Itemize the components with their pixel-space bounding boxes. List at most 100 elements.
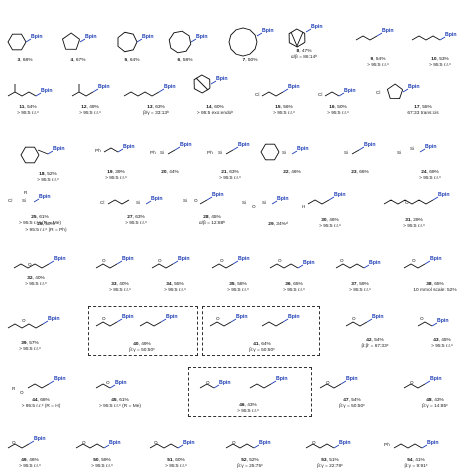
atom-label-o: O	[106, 380, 110, 385]
bond	[210, 80, 217, 85]
bond	[7, 443, 30, 449]
compound-yield: 11, 54%	[19, 105, 37, 110]
selectivity-note: > 95:5 r.r.ᶜ	[17, 110, 39, 116]
atom-label-r: R	[24, 190, 28, 195]
compound-yield: 54, 41%	[407, 458, 425, 463]
compound-number: 36	[285, 282, 291, 287]
compound-caption: 40, 49%β:γ = 50:50ᶜ	[112, 342, 172, 353]
bond	[260, 143, 280, 161]
bond	[355, 35, 378, 41]
compound-caption: 37, 59%> 95:5 r.r.ᶜ	[330, 282, 390, 293]
bond	[7, 33, 27, 51]
compound-caption: 28, 45%α/β = 12:88ᵇ	[182, 215, 242, 226]
compound-number: 22	[283, 170, 289, 175]
dashed-box-47	[188, 367, 312, 417]
compound-yield: 14, 60%	[206, 105, 224, 110]
bond	[28, 440, 35, 445]
bpin-label: Bpin	[151, 196, 163, 202]
bpin-label: Bpin	[288, 314, 300, 320]
compound-yield: 15, 56%	[275, 105, 293, 110]
compound-caption: 27, 63%> 95:5 r.r.ᶜ	[106, 215, 166, 226]
compound-caption: 48, 43%β:γ = 14:85ᶜ	[405, 398, 465, 409]
compound-caption: 29, 34%ᵈ	[248, 222, 308, 228]
compound-yield-value: 40%	[119, 282, 129, 287]
compound-yield-value: 64%	[129, 58, 140, 63]
compound-caption: 54, 41%β:γ = 9:91ᶜ	[386, 458, 446, 469]
bond	[20, 146, 40, 164]
compound-yield-value: 44%	[169, 170, 179, 175]
bond	[421, 444, 428, 449]
atom-label-o: O	[158, 258, 162, 263]
bond	[7, 91, 37, 97]
compound-number: 9	[370, 57, 374, 62]
compound-caption: 31, 29%> 95:5 r.r.ᶜ	[384, 218, 444, 229]
atom-label-o: O	[216, 316, 220, 321]
bond	[232, 260, 239, 265]
compound-yield: 4, 67%	[70, 58, 86, 63]
bpin-label: Bpin	[288, 84, 300, 90]
bond	[228, 27, 258, 57]
compound-number: 42	[366, 338, 372, 343]
compound-caption: 22, 46%	[262, 170, 322, 176]
atom-label-cl: Cl	[318, 92, 323, 97]
compound-number: 10	[431, 57, 437, 62]
compound-yield-value: 54%	[375, 57, 386, 62]
selectivity-note: > 95:5 r.r.ᶜ	[165, 463, 187, 469]
compound-yield-value: 69%	[429, 170, 439, 175]
compound-number: 47	[343, 398, 349, 403]
selectivity-note: > 95:5 r.r.ᶜ	[349, 287, 371, 293]
compound-yield: 53, 51%	[321, 458, 339, 463]
bond	[271, 200, 278, 205]
compound-number: 46	[239, 403, 245, 408]
compound-caption: 53, 51%β:γ = 22:78ᶜ	[300, 458, 360, 469]
bond	[424, 260, 431, 265]
selectivity-note: 67:33 trans:cis	[407, 110, 439, 116]
compound-yield-value: 43%	[434, 398, 444, 403]
bond	[211, 263, 234, 269]
selectivity-note: β:γ = 50:50ᶜ	[249, 347, 275, 353]
compound-yield: 35, 58%	[229, 282, 247, 287]
compound-yield-value: 47%	[301, 49, 312, 54]
compound-caption: 6, 58%	[155, 58, 215, 64]
compound-caption: 15, 56%> 95:5 r.r.ᶜ	[254, 105, 314, 116]
bpin-label: Bpin	[41, 88, 53, 94]
compound-number: 39	[21, 341, 27, 346]
compound-yield: 5, 64%	[124, 58, 140, 63]
compound-yield: 27, 63%	[127, 215, 145, 220]
bond	[340, 380, 347, 385]
bpin-label: Bpin	[31, 34, 43, 40]
bond	[319, 383, 342, 389]
bond	[376, 32, 383, 37]
compound-caption: 18, 52%> 95:5 r.r.ᶜ	[10, 172, 86, 183]
selectivity-note: β/γ = 33:13ᵇ	[143, 110, 169, 116]
bond	[13, 263, 50, 269]
atom-label-cl: Cl	[8, 198, 13, 203]
selectivity-note: > 95:5 r.r.ᶜ	[105, 175, 127, 181]
bond	[117, 31, 138, 53]
bond	[249, 383, 272, 389]
bpin-label: Bpin	[438, 192, 450, 198]
selectivity-note: β:γ = 14:85ᶜ	[422, 403, 448, 409]
bond	[103, 444, 110, 449]
bond	[403, 383, 426, 389]
bpin-label: Bpin	[262, 28, 274, 34]
compound-number: 32	[27, 276, 33, 281]
compound-yield-value: 29%	[413, 218, 423, 223]
compound-caption: 14, 60%> 95:5 exo:endoᵇ	[183, 105, 247, 116]
selectivity-note: > 95:5 r.r.ᶜ	[403, 223, 425, 229]
compound-yield-value: 68%	[40, 398, 50, 403]
compound-yield: 23, 66%	[351, 170, 369, 175]
bond	[27, 383, 50, 389]
compound-yield-value: 39%	[115, 170, 125, 175]
bpin-label: Bpin	[196, 34, 208, 40]
compound-yield-value: 49%	[141, 342, 151, 347]
compound-yield-value: 41%	[415, 458, 425, 463]
compound-number: 34	[166, 282, 172, 287]
compound-caption: 17, 55%67:33 trans:cis	[388, 105, 458, 116]
compound-number: 45	[111, 398, 117, 403]
bond	[71, 91, 94, 97]
atom-label-o: O	[28, 262, 32, 267]
compound-number: 18	[39, 172, 45, 177]
bond	[290, 31, 304, 48]
